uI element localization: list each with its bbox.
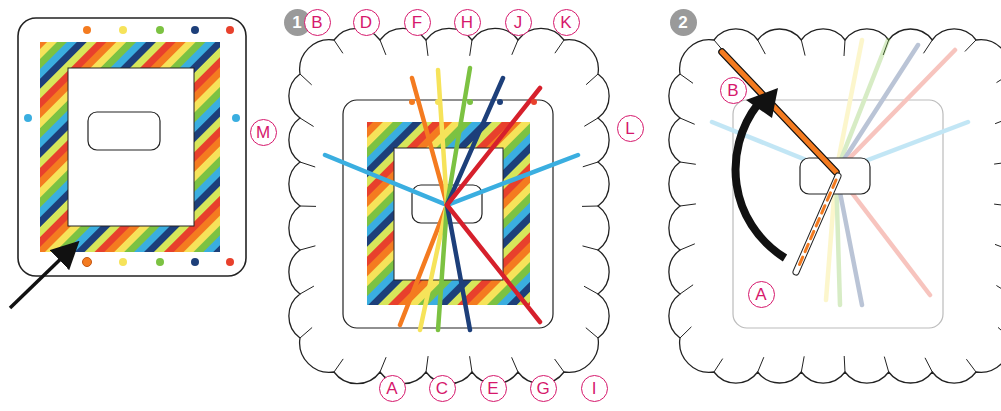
peg-line — [995, 118, 1001, 124]
peg-letter: A — [755, 286, 766, 303]
peg-line — [680, 74, 693, 83]
peg-line — [380, 357, 386, 372]
peg-letter: K — [560, 14, 571, 31]
peg-line — [334, 40, 343, 53]
letter-circle: E — [480, 375, 507, 402]
peg-line — [758, 40, 766, 54]
peg-line — [965, 40, 976, 52]
peg-line — [758, 357, 764, 372]
peg-letter: B — [727, 82, 738, 99]
step-number: 2 — [678, 14, 687, 31]
peg-line — [512, 357, 518, 372]
peg-line — [583, 162, 598, 167]
letter-circle: C — [429, 375, 456, 402]
peg-line — [801, 40, 805, 56]
scalloped-loom-outline — [669, 29, 1001, 383]
peg-line — [966, 359, 976, 372]
loom-step-two — [669, 29, 1001, 383]
peg-line — [844, 356, 846, 372]
peg-letter: E — [487, 380, 498, 397]
peg-line — [680, 327, 691, 338]
peg-line — [997, 74, 1001, 83]
peg-line — [582, 206, 598, 207]
peg-line — [334, 359, 343, 372]
letter-circle: B — [304, 9, 331, 36]
peg-line — [300, 246, 315, 250]
peg-line — [470, 40, 472, 56]
letter-circle: H — [454, 9, 481, 36]
peg-line — [380, 40, 386, 55]
peg-letter: A — [386, 380, 397, 397]
letter-circle: G — [530, 375, 557, 402]
peg-line — [555, 40, 564, 53]
letter-circle: A — [379, 375, 406, 402]
letter-circle: D — [353, 9, 380, 36]
peg-line — [426, 356, 428, 372]
peg-line — [300, 286, 314, 294]
peg-letter: G — [536, 380, 549, 397]
peg-line — [884, 357, 888, 372]
peg-letter: J — [514, 14, 523, 31]
peg-letter: I — [592, 380, 597, 397]
letter-circle: K — [553, 9, 580, 36]
peg-line — [998, 327, 1001, 338]
peg-line — [714, 359, 723, 372]
peg-line — [924, 40, 933, 53]
peg-line — [996, 286, 1001, 295]
peg-line — [680, 162, 696, 164]
peg-line — [586, 74, 598, 85]
peg-line — [925, 358, 932, 372]
scalloped-loom-outline — [289, 28, 609, 383]
letter-circle: F — [404, 9, 431, 36]
peg-line — [586, 328, 598, 338]
peg-line — [584, 286, 598, 294]
peg-line — [680, 244, 695, 250]
peg-letter: L — [625, 120, 634, 137]
small-loom — [10, 18, 246, 308]
step-badge: 2 — [670, 9, 697, 36]
peg-line — [995, 244, 1001, 250]
letter-circle: L — [617, 115, 644, 142]
peg-letter: B — [311, 14, 322, 31]
peg-letter: D — [360, 14, 372, 31]
peg-line — [300, 206, 316, 207]
letter-circle: M — [250, 119, 277, 146]
peg-letter: C — [436, 380, 448, 397]
letter-circle: I — [581, 375, 608, 402]
letter-circle: B — [720, 77, 747, 104]
peg-line — [512, 40, 518, 55]
letter-circle: A — [748, 281, 775, 308]
peg-line — [994, 204, 1001, 206]
peg-line — [555, 359, 564, 372]
peg-letter: M — [256, 124, 270, 141]
peg-letter: F — [412, 14, 422, 31]
peg-line — [680, 285, 693, 294]
peg-line — [426, 40, 428, 56]
peg-line — [994, 162, 1001, 164]
peg-line — [300, 74, 312, 85]
peg-line — [470, 356, 472, 372]
peg-line — [584, 118, 598, 126]
peg-line — [300, 328, 312, 339]
peg-line — [801, 356, 804, 372]
peg-letter: H — [461, 14, 473, 31]
peg-line — [844, 40, 845, 56]
peg-line — [680, 118, 695, 124]
peg-line — [300, 162, 315, 167]
peg-line — [680, 204, 696, 206]
step-number: 1 — [292, 14, 301, 31]
peg-line — [583, 246, 599, 250]
loom-step-one — [289, 28, 609, 383]
peg-line — [300, 118, 314, 127]
letter-circle: J — [505, 9, 532, 36]
